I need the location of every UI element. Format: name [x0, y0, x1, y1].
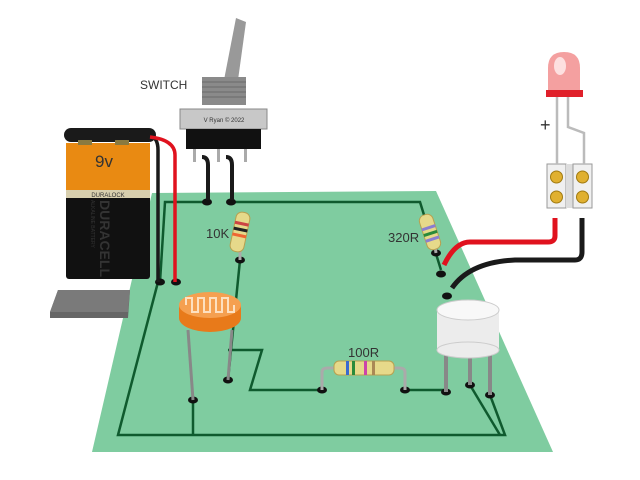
- led: [546, 52, 586, 164]
- resistor-10k-label: 10K: [206, 226, 229, 241]
- led-positive-label: +: [540, 115, 551, 135]
- resistor-100r-label: 100R: [348, 345, 379, 360]
- battery-red-wire: [149, 135, 177, 282]
- buzzer: [436, 299, 500, 395]
- resistor-10k: [229, 211, 251, 260]
- ldr-sensor: [179, 292, 241, 401]
- switch-label: SWITCH: [140, 78, 187, 92]
- resistor-320r-label: 320R: [388, 230, 419, 245]
- switch-credit: V Ryan © 2022: [204, 117, 245, 124]
- resistor-100r: [320, 360, 407, 390]
- led-black-wire: [449, 218, 585, 290]
- battery-9v: 9v DURALOCK DURACELL ALKALINE BATTERY: [64, 128, 156, 279]
- solder-pads: [155, 198, 495, 404]
- led-red-wire: [441, 218, 558, 267]
- battery-holder-block: [50, 290, 130, 318]
- battery-duralock-label: DURALOCK: [91, 193, 124, 199]
- battery-type-label: ALKALINE BATTERY: [89, 200, 95, 249]
- toggle-switch: V Ryan © 2022: [179, 18, 268, 200]
- battery-brand-label: DURACELL: [97, 200, 113, 277]
- resistor-320r: [418, 213, 442, 254]
- terminal-block: [546, 163, 593, 209]
- battery-voltage-label: 9v: [95, 152, 113, 171]
